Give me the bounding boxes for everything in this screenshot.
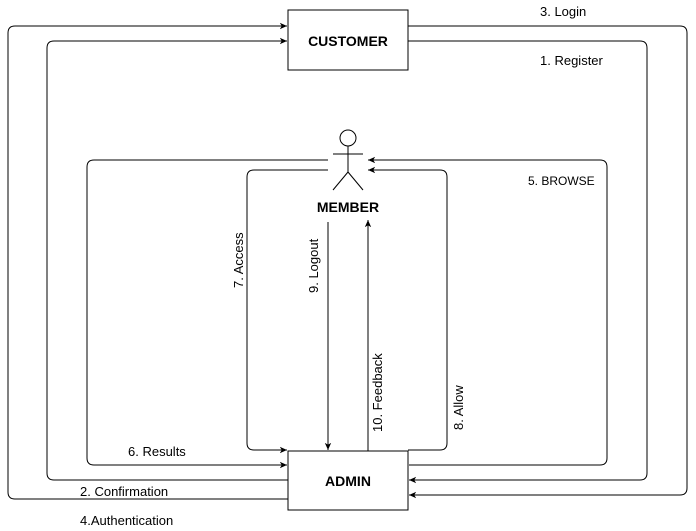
edge-label-register: 1. Register — [540, 53, 604, 68]
admin-label: ADMIN — [325, 473, 371, 489]
edge-label-access: 7. Access — [231, 232, 246, 288]
customer-label: CUSTOMER — [308, 33, 388, 49]
edge-allow — [368, 166, 448, 451]
admin-node: ADMIN — [287, 450, 409, 511]
edge-label-logout: 9. Logout — [306, 238, 321, 293]
customer-node: CUSTOMER — [287, 9, 409, 71]
edge-label-authentication: 4.Authentication — [80, 513, 173, 528]
edge-results — [86, 159, 328, 469]
member-actor-icon — [332, 129, 364, 191]
edge-label-allow: 8. Allow — [451, 385, 466, 430]
edge-label-results: 6. Results — [128, 444, 186, 459]
edge-label-feedback: 10. Feedback — [370, 353, 385, 432]
edge-authentication — [7, 22, 288, 500]
edge-confirmation — [46, 37, 288, 481]
edge-label-confirmation: 2. Confirmation — [80, 484, 168, 499]
edge-label-login: 3. Login — [540, 4, 586, 19]
edge-label-browse: 5. BROWSE — [528, 174, 595, 188]
edge-register — [408, 40, 648, 484]
edge-access — [246, 169, 328, 454]
edge-login — [408, 25, 688, 499]
member-label: MEMBER — [317, 199, 379, 215]
edge-browse — [368, 156, 608, 466]
